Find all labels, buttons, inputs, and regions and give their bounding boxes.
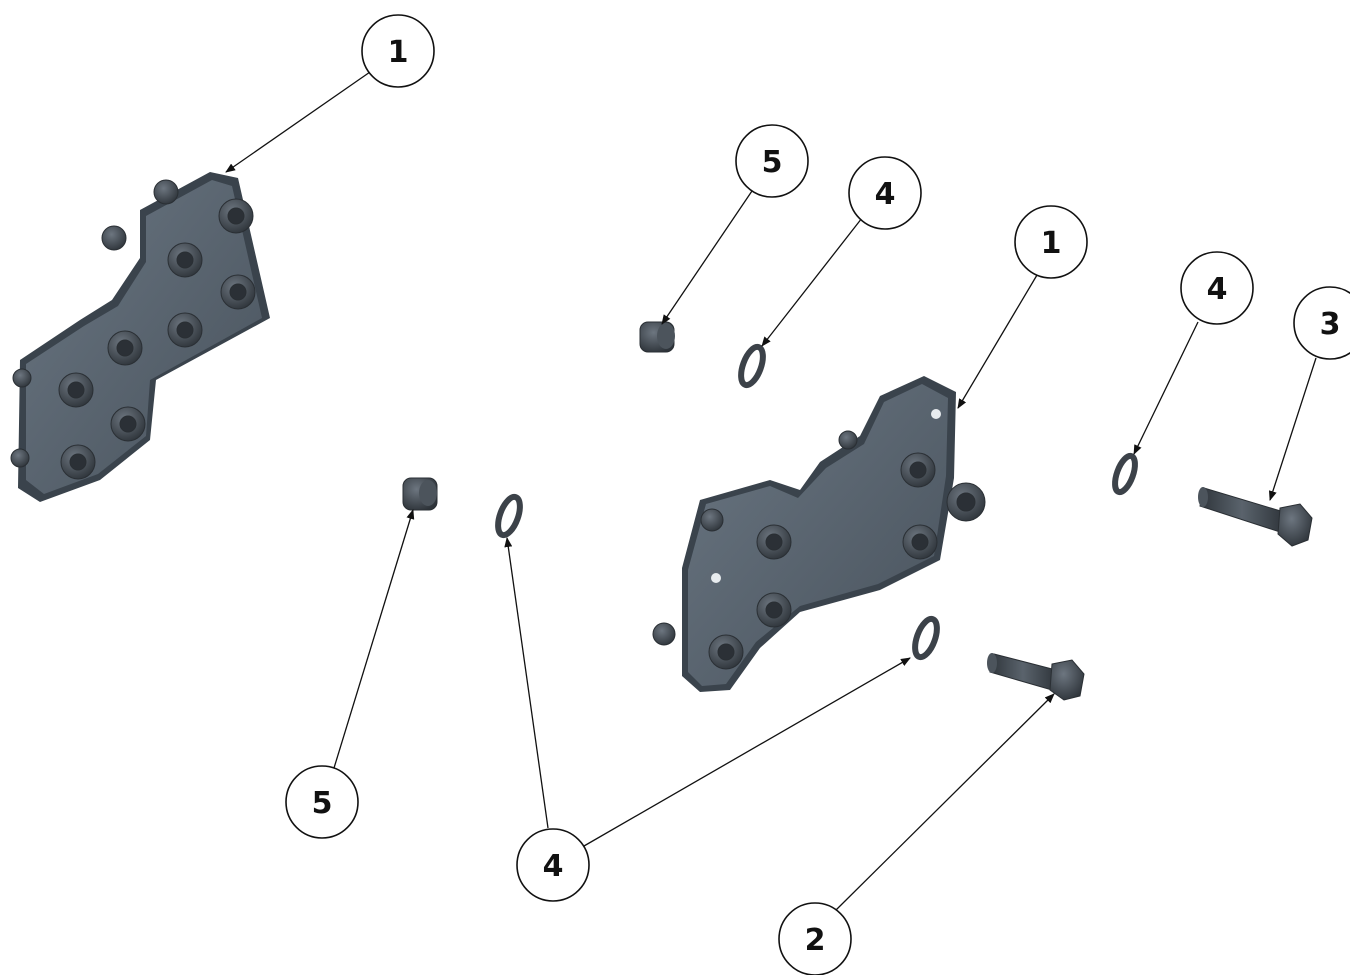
callout-2: 2 — [778, 902, 852, 975]
callout-4c-label: 4 — [543, 849, 564, 884]
callout-4c: 4 — [516, 828, 590, 902]
leader-2 — [835, 693, 1055, 911]
leader-5b — [333, 509, 415, 769]
right-plate-bolts — [652, 430, 986, 670]
bolt-long — [1198, 487, 1313, 547]
callout-4b: 4 — [1180, 251, 1254, 325]
callout-3: 3 — [1293, 286, 1350, 360]
callout-4b-label: 4 — [1207, 272, 1228, 307]
leader-4b — [1133, 321, 1199, 455]
callout-5a-label: 5 — [762, 145, 783, 180]
bolt-short — [987, 653, 1085, 701]
callout-1b: 1 — [1014, 205, 1088, 279]
leader-lines — [225, 71, 1317, 911]
right-plate-hole-lower — [711, 573, 721, 583]
nut-upper — [639, 321, 675, 353]
leader-4c-left — [504, 537, 549, 829]
left-plate-front — [26, 180, 262, 494]
right-plate-hole-upper — [931, 409, 941, 419]
left-plate-nuts — [10, 179, 256, 480]
callout-2-label: 2 — [805, 923, 826, 958]
washer-upper — [738, 343, 766, 389]
callout-3-label: 3 — [1320, 307, 1341, 342]
callout-1b-label: 1 — [1041, 226, 1062, 261]
washer-right — [1112, 452, 1138, 496]
left-plate-assembly — [10, 172, 270, 502]
callout-5b-label: 5 — [312, 786, 333, 821]
leader-1a — [225, 71, 371, 173]
leader-5a — [661, 187, 755, 325]
right-plate-assembly — [652, 376, 986, 692]
callout-1a-label: 1 — [388, 35, 409, 70]
callout-4a: 4 — [848, 156, 922, 230]
right-plate-front — [688, 384, 948, 686]
washer-center-lower — [912, 615, 940, 661]
callout-4a-label: 4 — [875, 177, 896, 212]
nut-lower — [402, 477, 438, 511]
callout-5a: 5 — [735, 124, 809, 198]
washer-lower-left — [495, 493, 523, 539]
callout-5b: 5 — [285, 765, 359, 839]
leader-1b — [957, 269, 1041, 409]
leader-3 — [1268, 357, 1317, 501]
callout-1a: 1 — [361, 14, 435, 88]
leader-4c-right — [583, 657, 911, 847]
leader-4a — [761, 217, 863, 347]
